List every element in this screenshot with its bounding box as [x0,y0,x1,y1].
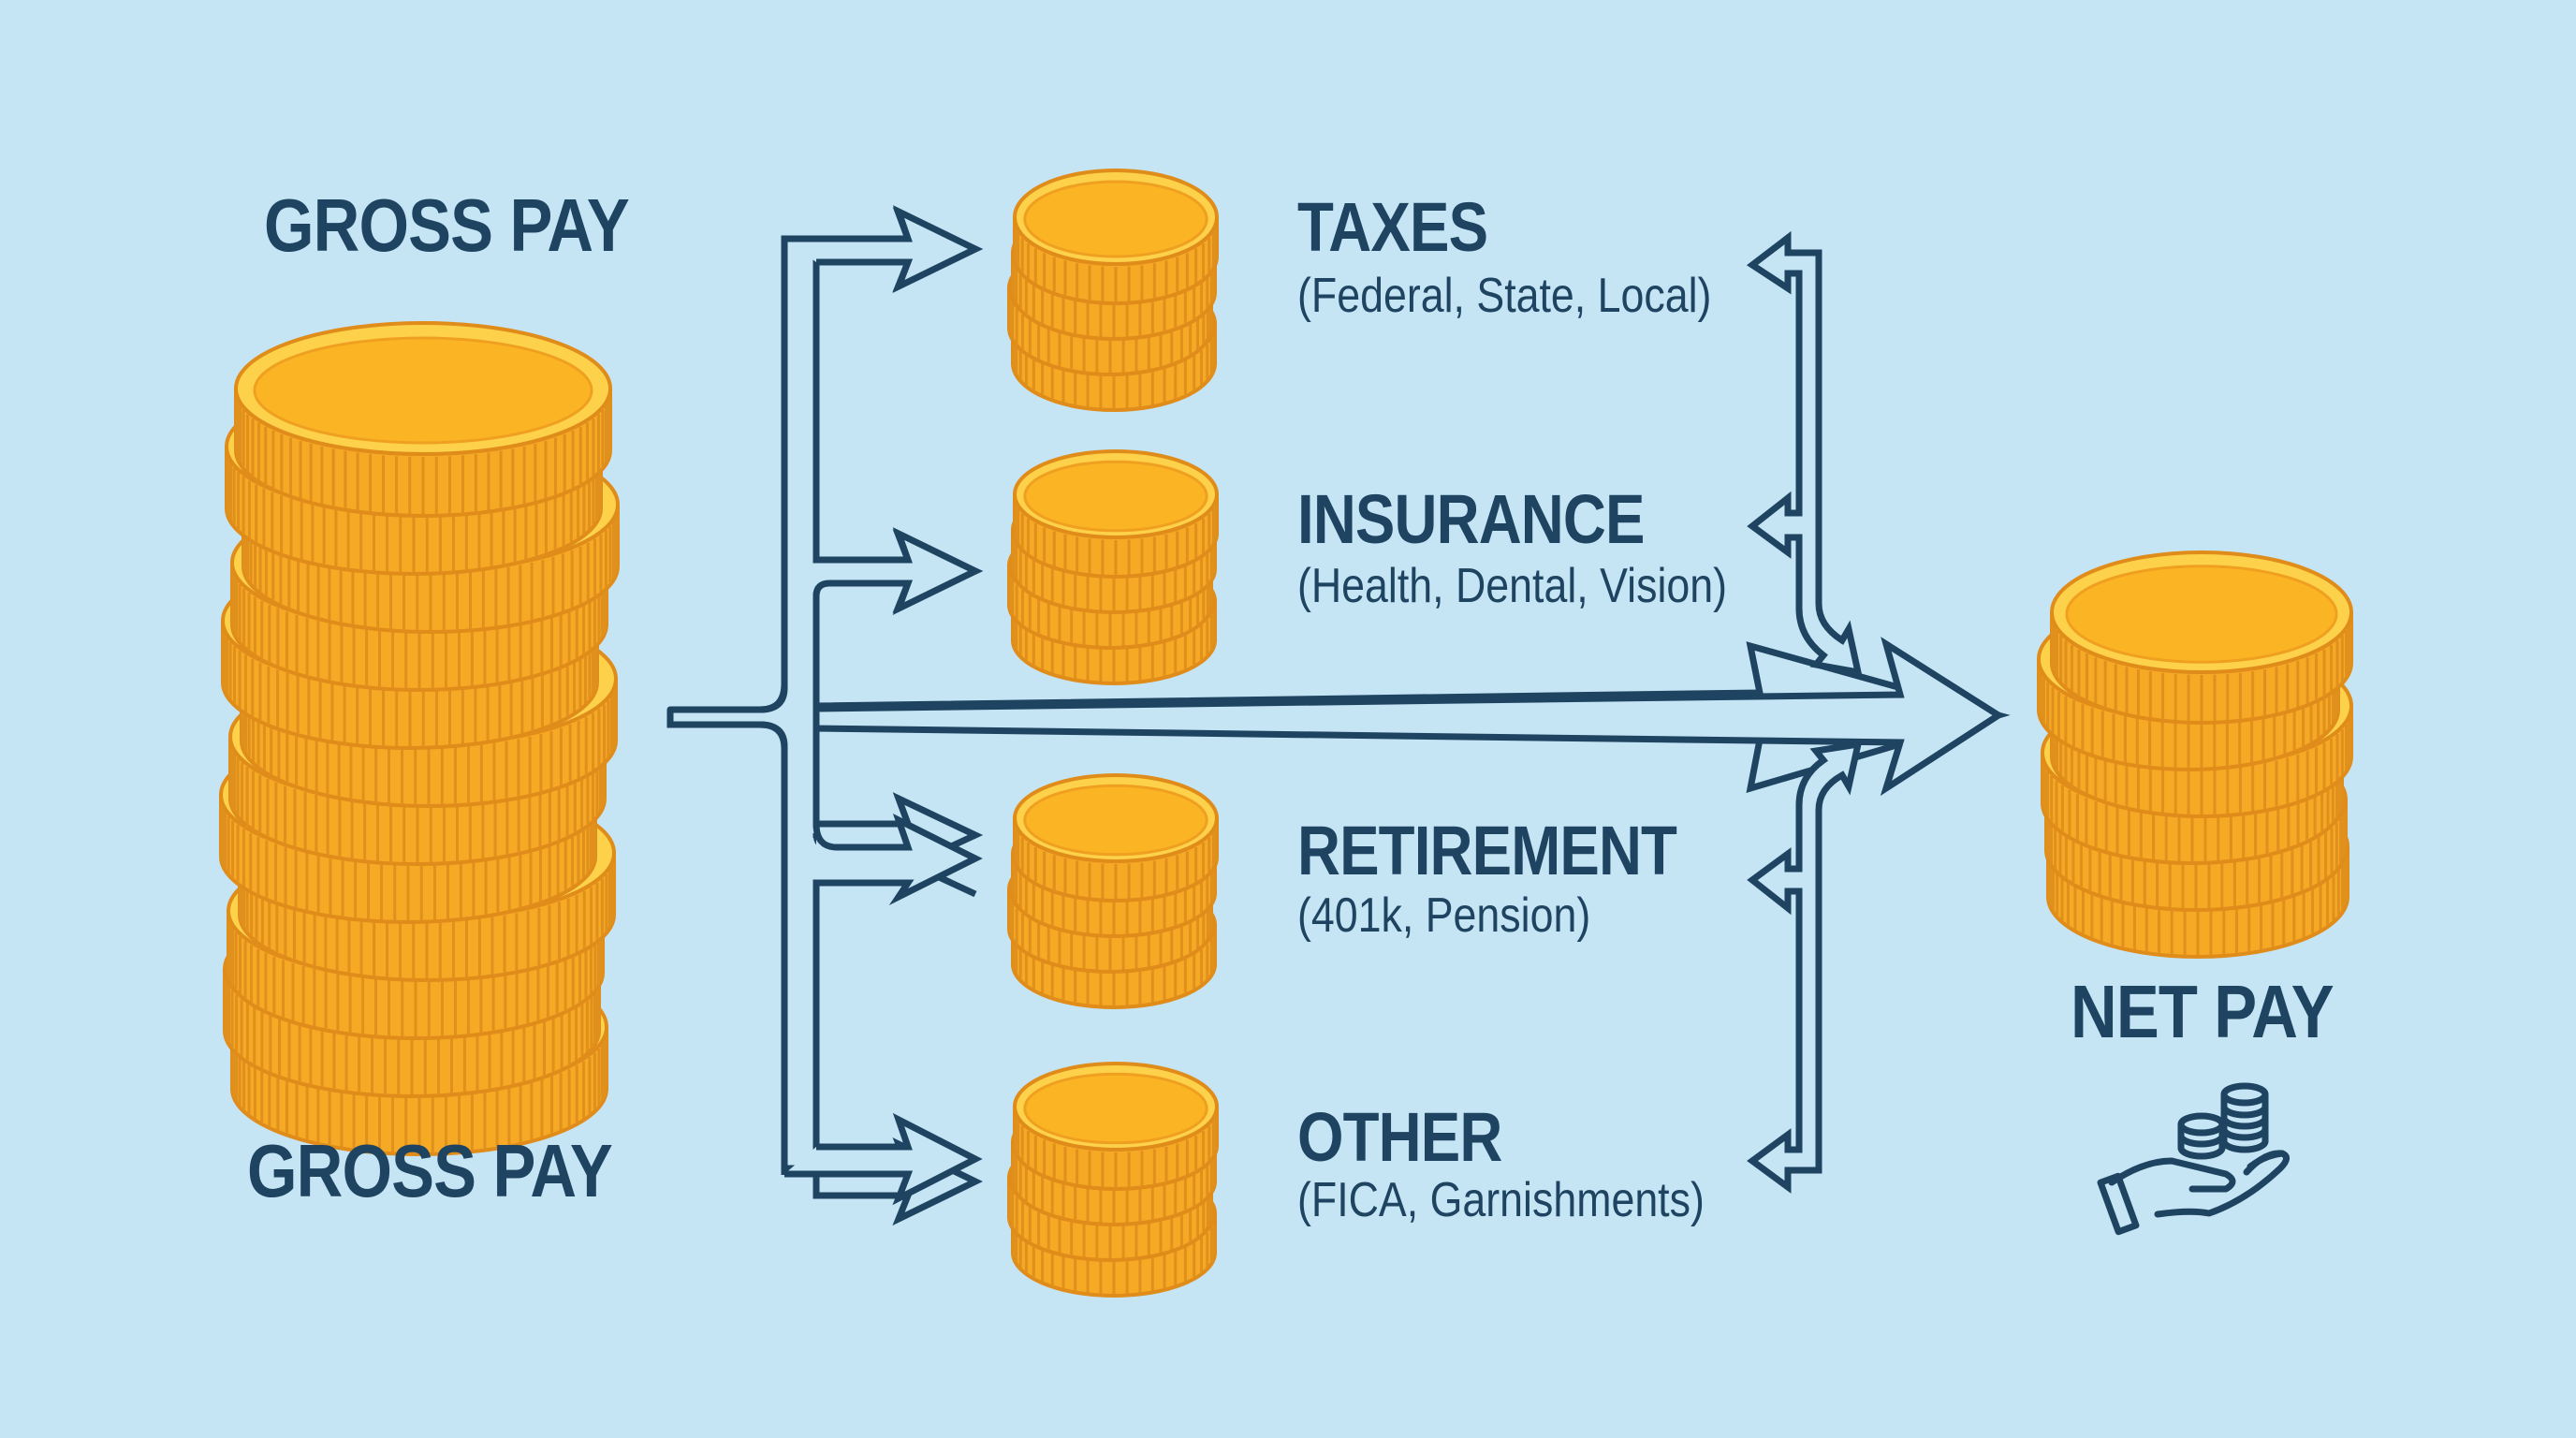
branch-arrow-retirement [812,814,983,906]
deduction-title-other: OTHER [1297,1098,1502,1176]
gross-pay-label-bottom: GROSS PAY [247,1129,613,1212]
net-pay-coin-stack [2037,550,2353,959]
deduction-title-retirement: RETIREMENT [1297,812,1677,889]
main-arrow-to-net-pay [812,637,2005,797]
deduction-subtitle-insurance: (Health, Dental, Vision) [1297,559,1728,613]
taxes-coin-stack [1007,169,1219,412]
deduction-subtitle-taxes: (Federal, State, Local) [1297,269,1712,323]
gross-pay-label-top: GROSS PAY [264,183,630,267]
deduction-title-insurance: INSURANCE [1297,480,1645,558]
hand-holding-coins-icon [2097,1082,2290,1236]
return-bracket-retirement-other [1747,740,1863,1194]
deduction-subtitle-other: (FICA, Garnishments) [1297,1173,1705,1227]
insurance-coin-stack [1007,449,1219,685]
branch-arrow-insurance [812,527,983,615]
branch-arrow-taxes [784,205,983,294]
retirement-coin-stack [1007,773,1219,1009]
deduction-title-taxes: TAXES [1297,188,1488,266]
gross-pay-coin-stack [219,321,620,1156]
return-bracket-taxes-insurance [1746,230,1863,677]
other-coin-stack [1007,1062,1219,1298]
branch-arrow-other [784,1112,983,1206]
deduction-subtitle-retirement: (401k, Pension) [1297,888,1591,943]
net-pay-label: NET PAY [2071,970,2334,1053]
